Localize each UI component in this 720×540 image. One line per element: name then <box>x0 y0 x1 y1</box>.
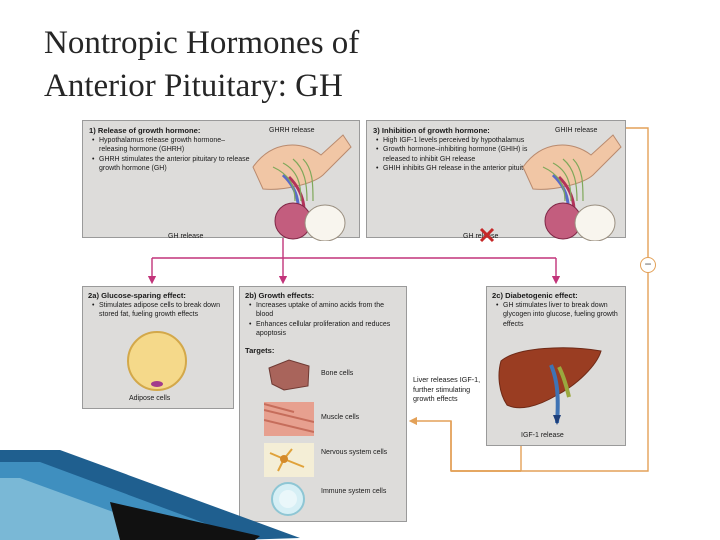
panel-inhibition-gh: 3) Inhibition of growth hormone: High IG… <box>366 120 626 243</box>
panel2a-title: 2a) Glucose-sparing effect: <box>88 291 186 300</box>
blocked-x-icon <box>479 227 495 243</box>
panel2c-bullet: GH stimulates liver to break down glycog… <box>495 301 623 329</box>
gh-distribution-arrows <box>147 235 561 285</box>
panel-release-gh: 1) Release of growth hormone: Hypothalam… <box>82 120 360 241</box>
hypothalamus-pituitary-illustration <box>522 134 622 241</box>
adipose-cell-icon <box>127 331 187 391</box>
panel1-bullet: GHRH stimulates the anterior pituitary t… <box>91 155 251 174</box>
immune-cell-icon <box>271 482 305 516</box>
bone-cell-icon <box>268 359 310 391</box>
gh-diagram: 1) Release of growth hormone: Hypothalam… <box>79 117 658 522</box>
targets-label: Targets: <box>245 346 275 355</box>
gh-release-blocked-label: GH release <box>463 233 499 240</box>
igf1-release-label: IGF-1 release <box>521 432 564 439</box>
target-label: Nervous system cells <box>321 449 388 456</box>
connector-arrows <box>147 123 649 472</box>
igf1-feedback-arrows <box>408 123 649 472</box>
panel2b-bullets: Increases uptake of amino acids from the… <box>248 301 402 339</box>
panel2b-bullet: Increases uptake of amino acids from the… <box>248 301 402 320</box>
ghih-release-label: GHIH release <box>555 127 598 134</box>
panel3-bullet: Growth hormone–inhibiting hormone (GHIH)… <box>375 145 533 164</box>
panel2b-title: 2b) Growth effects: <box>245 291 315 300</box>
target-nervous: Nervous system cells <box>264 443 404 477</box>
target-muscle: Muscle cells <box>264 402 404 436</box>
panel3-bullet: High IGF-1 levels perceived by hypothala… <box>375 136 533 146</box>
panel3-bullets: High IGF-1 levels perceived by hypothala… <box>375 136 533 174</box>
panel3-title: 3) Inhibition of growth hormone: <box>373 126 490 135</box>
panel-glucose-sparing: 2a) Glucose-sparing effect: Stimulates a… <box>82 286 234 409</box>
gh-release-label: GH release <box>168 233 204 240</box>
panel2b-bullet: Enhances cellular proliferation and redu… <box>248 320 402 339</box>
panel-diabetogenic: 2c) Diabetogenic effect: GH stimulates l… <box>486 286 626 446</box>
inhibition-minus-icon: − <box>640 257 656 273</box>
muscle-cell-icon <box>264 402 314 436</box>
target-label: Muscle cells <box>321 414 360 421</box>
liver-icon <box>498 347 602 425</box>
target-label: Bone cells <box>321 370 354 377</box>
hypothalamus-pituitary-illustration <box>252 134 352 241</box>
slide-title: Nontropic Hormones of Anterior Pituitary… <box>44 22 464 108</box>
target-immune: Immune system cells <box>264 481 404 517</box>
liver-igf1-note: Liver releases IGF-1, further stimulatin… <box>413 375 481 404</box>
panel2a-bullet: Stimulates adipose cells to break down s… <box>91 301 229 320</box>
neuron-icon <box>264 443 314 477</box>
panel-growth-effects: 2b) Growth effects: Increases uptake of … <box>239 286 407 522</box>
adipose-cells-label: Adipose cells <box>129 395 171 402</box>
target-label: Immune system cells <box>321 488 387 495</box>
title-line-1: Nontropic Hormones of <box>44 25 360 61</box>
slide-corner-decoration <box>0 450 300 540</box>
panel1-bullet: Hypothalamus release growth hormone–rele… <box>91 136 251 155</box>
panel2a-bullets: Stimulates adipose cells to break down s… <box>91 301 229 320</box>
panel1-title: 1) Release of growth hormone: <box>89 126 201 135</box>
target-bone: Bone cells <box>264 358 404 392</box>
panel2c-title: 2c) Diabetogenic effect: <box>492 291 578 300</box>
panel2c-bullets: GH stimulates liver to break down glycog… <box>495 301 623 329</box>
panel1-bullets: Hypothalamus release growth hormone–rele… <box>91 136 251 174</box>
title-line-2: Anterior Pituitary: GH <box>44 68 343 104</box>
panel3-bullet: GHIH inhibits GH release in the anterior… <box>375 164 533 174</box>
ghrh-release-label: GHRH release <box>269 127 315 134</box>
